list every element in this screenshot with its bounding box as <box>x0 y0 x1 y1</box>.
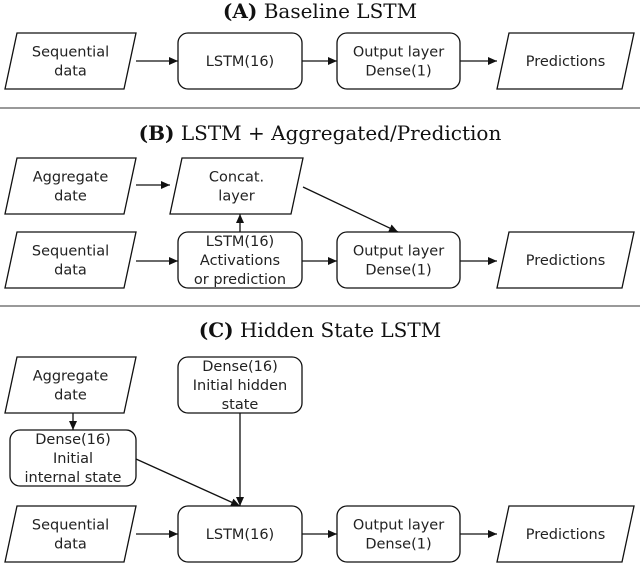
node-label-line: Concat. <box>209 170 264 186</box>
node-label-line: Dense(1) <box>365 64 431 80</box>
data-parallelogram <box>4 356 137 414</box>
process-box <box>9 429 137 487</box>
node-label-line: Initial <box>53 451 93 467</box>
node-a-predictions: Predictions <box>496 32 635 90</box>
process-box <box>336 32 461 90</box>
node-c-lstm: LSTM(16) <box>177 505 303 563</box>
node-b-concat: Concat. layer <box>169 157 304 215</box>
process-box <box>336 231 461 289</box>
node-c-aggregate: Aggregate date <box>4 356 137 414</box>
data-parallelogram <box>4 32 137 90</box>
node-label-line: Sequential <box>32 244 109 260</box>
data-parallelogram <box>496 32 635 90</box>
process-box <box>336 505 461 563</box>
data-parallelogram <box>4 157 137 215</box>
node-label-line: LSTM(16) <box>206 54 274 70</box>
node-c-predictions: Predictions <box>496 505 635 563</box>
node-label-line: Output layer <box>353 518 444 534</box>
node-label-line: Dense(1) <box>365 537 431 553</box>
node-label-line: Predictions <box>526 527 606 543</box>
flow-arrow <box>135 458 241 507</box>
node-label-line: Predictions <box>526 54 606 70</box>
node-label-line: Output layer <box>353 45 444 61</box>
process-box <box>177 231 303 289</box>
node-b-lstm: LSTM(16) Activations or prediction <box>177 231 303 289</box>
node-label-line: data <box>54 263 87 279</box>
flow-arrow <box>302 186 399 233</box>
section-c-title: (C) Hidden State LSTM <box>199 318 441 342</box>
node-c-sequential: Sequential data <box>4 505 137 563</box>
data-parallelogram <box>4 231 137 289</box>
node-label-line: Activations <box>200 253 280 269</box>
node-label-line: Dense(16) <box>35 432 111 448</box>
node-label-line: Aggregate <box>33 369 109 385</box>
node-label-line: date <box>54 189 87 205</box>
process-box <box>177 505 303 563</box>
node-label-line: Aggregate <box>33 170 109 186</box>
node-label-line: Dense(1) <box>365 263 431 279</box>
node-b-aggregate: Aggregate date <box>4 157 137 215</box>
node-label-line: internal state <box>25 470 122 486</box>
node-label-line: Predictions <box>526 253 606 269</box>
node-label-line: Sequential <box>32 518 109 534</box>
node-label-line: date <box>54 388 87 404</box>
node-label-line: layer <box>218 189 254 205</box>
node-label-line: Dense(16) <box>202 359 278 375</box>
node-label-line: data <box>54 64 87 80</box>
node-label-line: state <box>222 397 259 413</box>
data-parallelogram <box>496 505 635 563</box>
node-a-lstm: LSTM(16) <box>177 32 303 90</box>
data-parallelogram <box>4 505 137 563</box>
node-b-predictions: Predictions <box>496 231 635 289</box>
node-label-line: Sequential <box>32 45 109 61</box>
data-parallelogram <box>496 231 635 289</box>
node-b-sequential: Sequential data <box>4 231 137 289</box>
process-box <box>177 356 303 414</box>
node-a-sequential: Sequential data <box>4 32 137 90</box>
node-c-dense-hidden: Dense(16) Initial hidden state <box>177 356 303 414</box>
data-parallelogram <box>169 157 304 215</box>
node-label-line: Initial hidden <box>193 378 287 394</box>
process-box <box>177 32 303 90</box>
node-c-dense-internal: Dense(16) Initial internal state <box>9 429 137 487</box>
node-label-line: LSTM(16) <box>206 527 274 543</box>
node-label-line: LSTM(16) <box>206 234 274 250</box>
section-a-title: (A) Baseline LSTM <box>223 0 417 23</box>
section-b-title: (B) LSTM + Aggregated/Prediction <box>139 121 502 145</box>
node-label-line: Output layer <box>353 244 444 260</box>
node-label-line: or prediction <box>194 272 286 288</box>
node-label-line: data <box>54 537 87 553</box>
